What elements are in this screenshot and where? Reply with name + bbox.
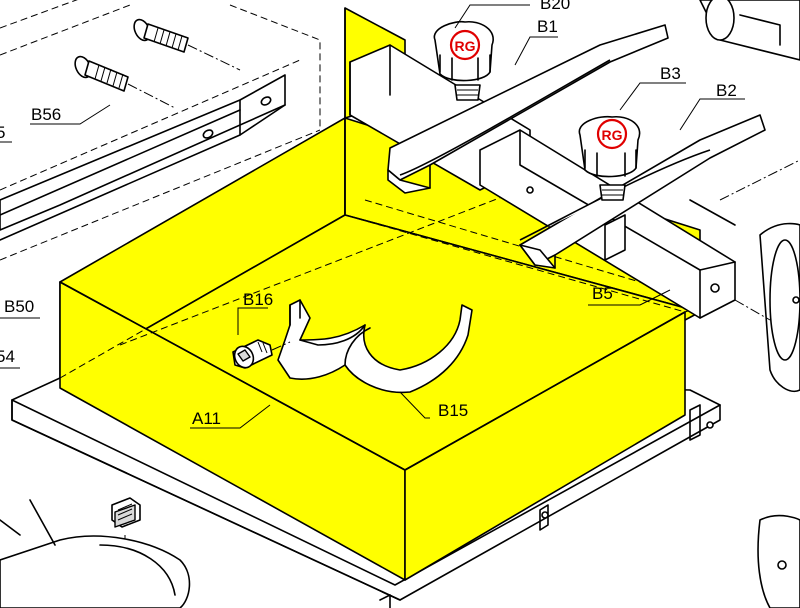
- knob-logo-text-2: RG: [602, 127, 623, 143]
- label-b2: B2: [716, 81, 737, 100]
- knob-1: RG: [433, 20, 494, 101]
- label-b3: B3: [660, 64, 681, 83]
- right-housing: [699, 0, 800, 608]
- label-partial-left-2: 54: [0, 347, 15, 366]
- left-rail-assembly: [0, 0, 321, 261]
- socket-screw-b16: [232, 339, 291, 369]
- label-a11: A11: [192, 409, 221, 428]
- label-partial-left-1: 5: [0, 123, 5, 142]
- knob-2: RG: [578, 115, 641, 201]
- stud-bottom-left: [0, 497, 191, 608]
- label-b15: B15: [438, 401, 468, 420]
- knob-logo-text-1: RG: [455, 38, 476, 54]
- screw-b56-upper: [133, 18, 189, 53]
- screw-b56-lower: [74, 55, 129, 92]
- leaders: [0, 4, 745, 429]
- hook-bracket-b15: [277, 299, 473, 394]
- knob-logo-2: [596, 118, 628, 150]
- label-b50: B50: [4, 297, 34, 316]
- label-b1: B1: [537, 17, 558, 36]
- label-b5: B5: [592, 284, 613, 303]
- label-partial-top: B20: [540, 0, 570, 13]
- label-b56: B56: [31, 105, 61, 124]
- knob-logo-1: [449, 29, 481, 61]
- label-b16: B16: [243, 290, 273, 309]
